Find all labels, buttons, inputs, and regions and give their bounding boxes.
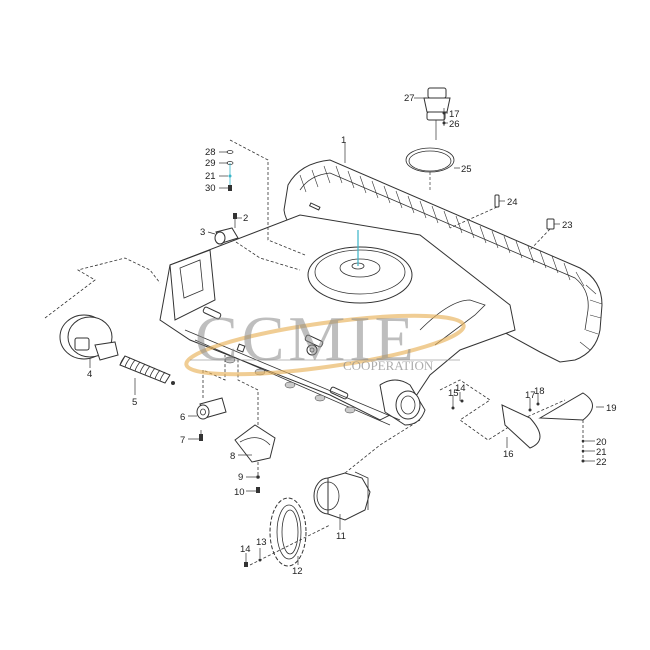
track-guard-8 [234,360,276,493]
callout-19: 19 [606,403,617,414]
sprocket-12 [249,497,331,567]
carrier-roller-6 [188,355,227,441]
watermark-logo: CCMIE COOPERATION [184,303,466,377]
callout-18: 18 [534,386,545,397]
shoe-nut-23 [529,218,560,251]
callout-2: 2 [243,213,248,224]
callout-16: 16 [503,449,514,460]
callout-22: 22 [596,457,607,468]
watermark-subtitle: COOPERATION [343,358,434,373]
callout-20: 20 [596,437,607,448]
sprocket-bolts-13-14 [244,548,262,567]
callout-7: 7 [180,435,185,446]
callout-28: 28 [205,147,216,158]
callout-5: 5 [132,397,137,408]
fitting-stack-28-30 [219,139,306,256]
callout-17b: 17 [525,390,536,401]
callout-6: 6 [180,412,185,423]
callout-14: 14 [240,544,251,555]
callout-9: 9 [238,472,243,483]
callout-26: 26 [449,119,460,130]
callout-30: 30 [205,183,216,194]
callout-21: 21 [205,171,216,182]
watermark-logo-text: CCMIE [195,303,418,374]
callout-8: 8 [230,451,235,462]
idler-4 [44,257,161,368]
grease-fitting-3 [207,213,301,271]
travel-motor-11 [313,419,421,530]
callout-15: 15 [448,388,459,399]
callout-4: 4 [87,369,92,380]
shoe-bolt-24 [449,194,505,229]
center-frame [159,214,516,426]
seal-ring-25 [405,147,460,190]
callout-11: 11 [336,531,346,542]
callout-25: 25 [461,164,472,175]
callout-23: 23 [562,220,573,231]
callout-13: 13 [256,537,267,548]
callout-12: 12 [292,566,303,577]
callout-3: 3 [200,227,205,238]
callout-14b: 14 [455,383,466,394]
callout-24: 24 [507,197,518,208]
callout-21b: 21 [596,447,607,458]
callout-29: 29 [205,158,216,169]
recoil-spring-5 [119,355,175,395]
callout-27: 27 [404,93,415,104]
callout-labels: 1 2 3 4 5 6 7 8 9 10 11 12 13 14 15 14 1… [87,93,617,577]
callout-10: 10 [234,487,245,498]
watermark-ring [184,313,466,377]
callout-1: 1 [341,135,346,146]
swivel-joint-27 [414,87,451,140]
covers-16-19 [439,379,604,463]
callout-17: 17 [449,109,460,120]
